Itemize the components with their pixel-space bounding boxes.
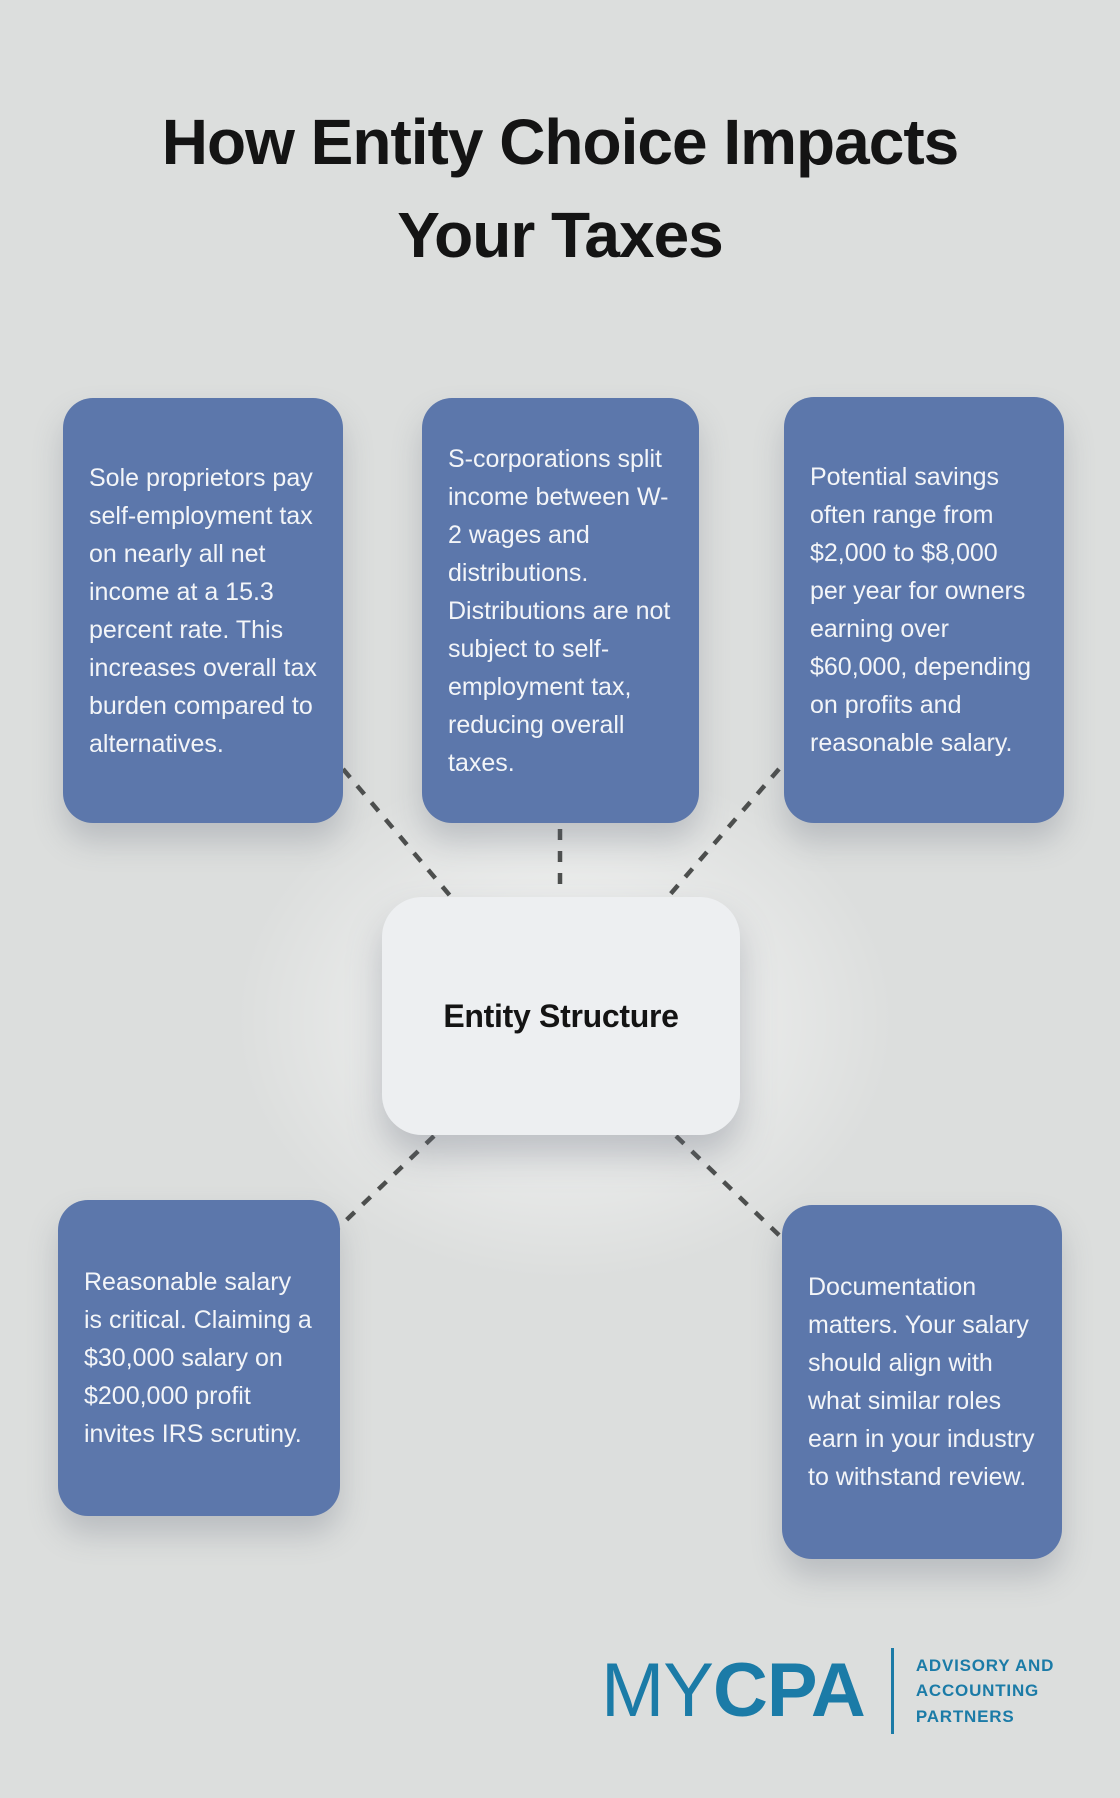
center-node: Entity Structure	[382, 897, 740, 1135]
info-card-bottom-right-text: Documentation matters. Your salary shoul…	[808, 1273, 1035, 1491]
logo-tagline-line-2: ACCOUNTING	[915, 1681, 1040, 1701]
info-card-bottom-left-text: Reasonable salary is critical. Claiming …	[84, 1268, 312, 1448]
logo-divider	[890, 1648, 894, 1734]
logo-tagline-line-3: PARTNERS	[915, 1706, 1015, 1726]
page-title: How Entity Choice Impacts Your Taxes	[0, 96, 1120, 282]
center-node-label: Entity Structure	[443, 997, 679, 1034]
info-card-bottom-left: Reasonable salary is critical. Claiming …	[58, 1200, 340, 1516]
brand-logo: MYCPA ADVISORY AND ACCOUNTING PARTNERS	[601, 1648, 1054, 1734]
logo-tagline: ADVISORY AND ACCOUNTING PARTNERS	[916, 1653, 1054, 1730]
page-title-line-2: Your Taxes	[397, 198, 724, 271]
info-card-top-left-text: Sole proprietors pay self-employment tax…	[89, 463, 317, 758]
logo-text-my: MY	[601, 1648, 714, 1733]
logo-text-cpa: CPA	[713, 1648, 866, 1733]
info-card-top-right-text: Potential savings often range from $2,00…	[810, 463, 1032, 757]
info-card-top-right: Potential savings often range from $2,00…	[784, 397, 1064, 823]
logo-wordmark: MYCPA	[601, 1653, 866, 1729]
connector-bottom-right-line	[674, 1134, 784, 1240]
page-title-line-1: How Entity Choice Impacts	[161, 106, 959, 178]
connector-bottom-left-line	[334, 1134, 436, 1232]
logo-tagline-line-1: ADVISORY AND	[915, 1655, 1055, 1675]
info-card-top-middle: S-corporations split income between W-2 …	[422, 398, 699, 823]
info-card-top-middle-text: S-corporations split income between W-2 …	[448, 444, 671, 777]
info-card-bottom-right: Documentation matters. Your salary shoul…	[782, 1205, 1062, 1559]
info-card-top-left: Sole proprietors pay self-employment tax…	[63, 398, 343, 823]
